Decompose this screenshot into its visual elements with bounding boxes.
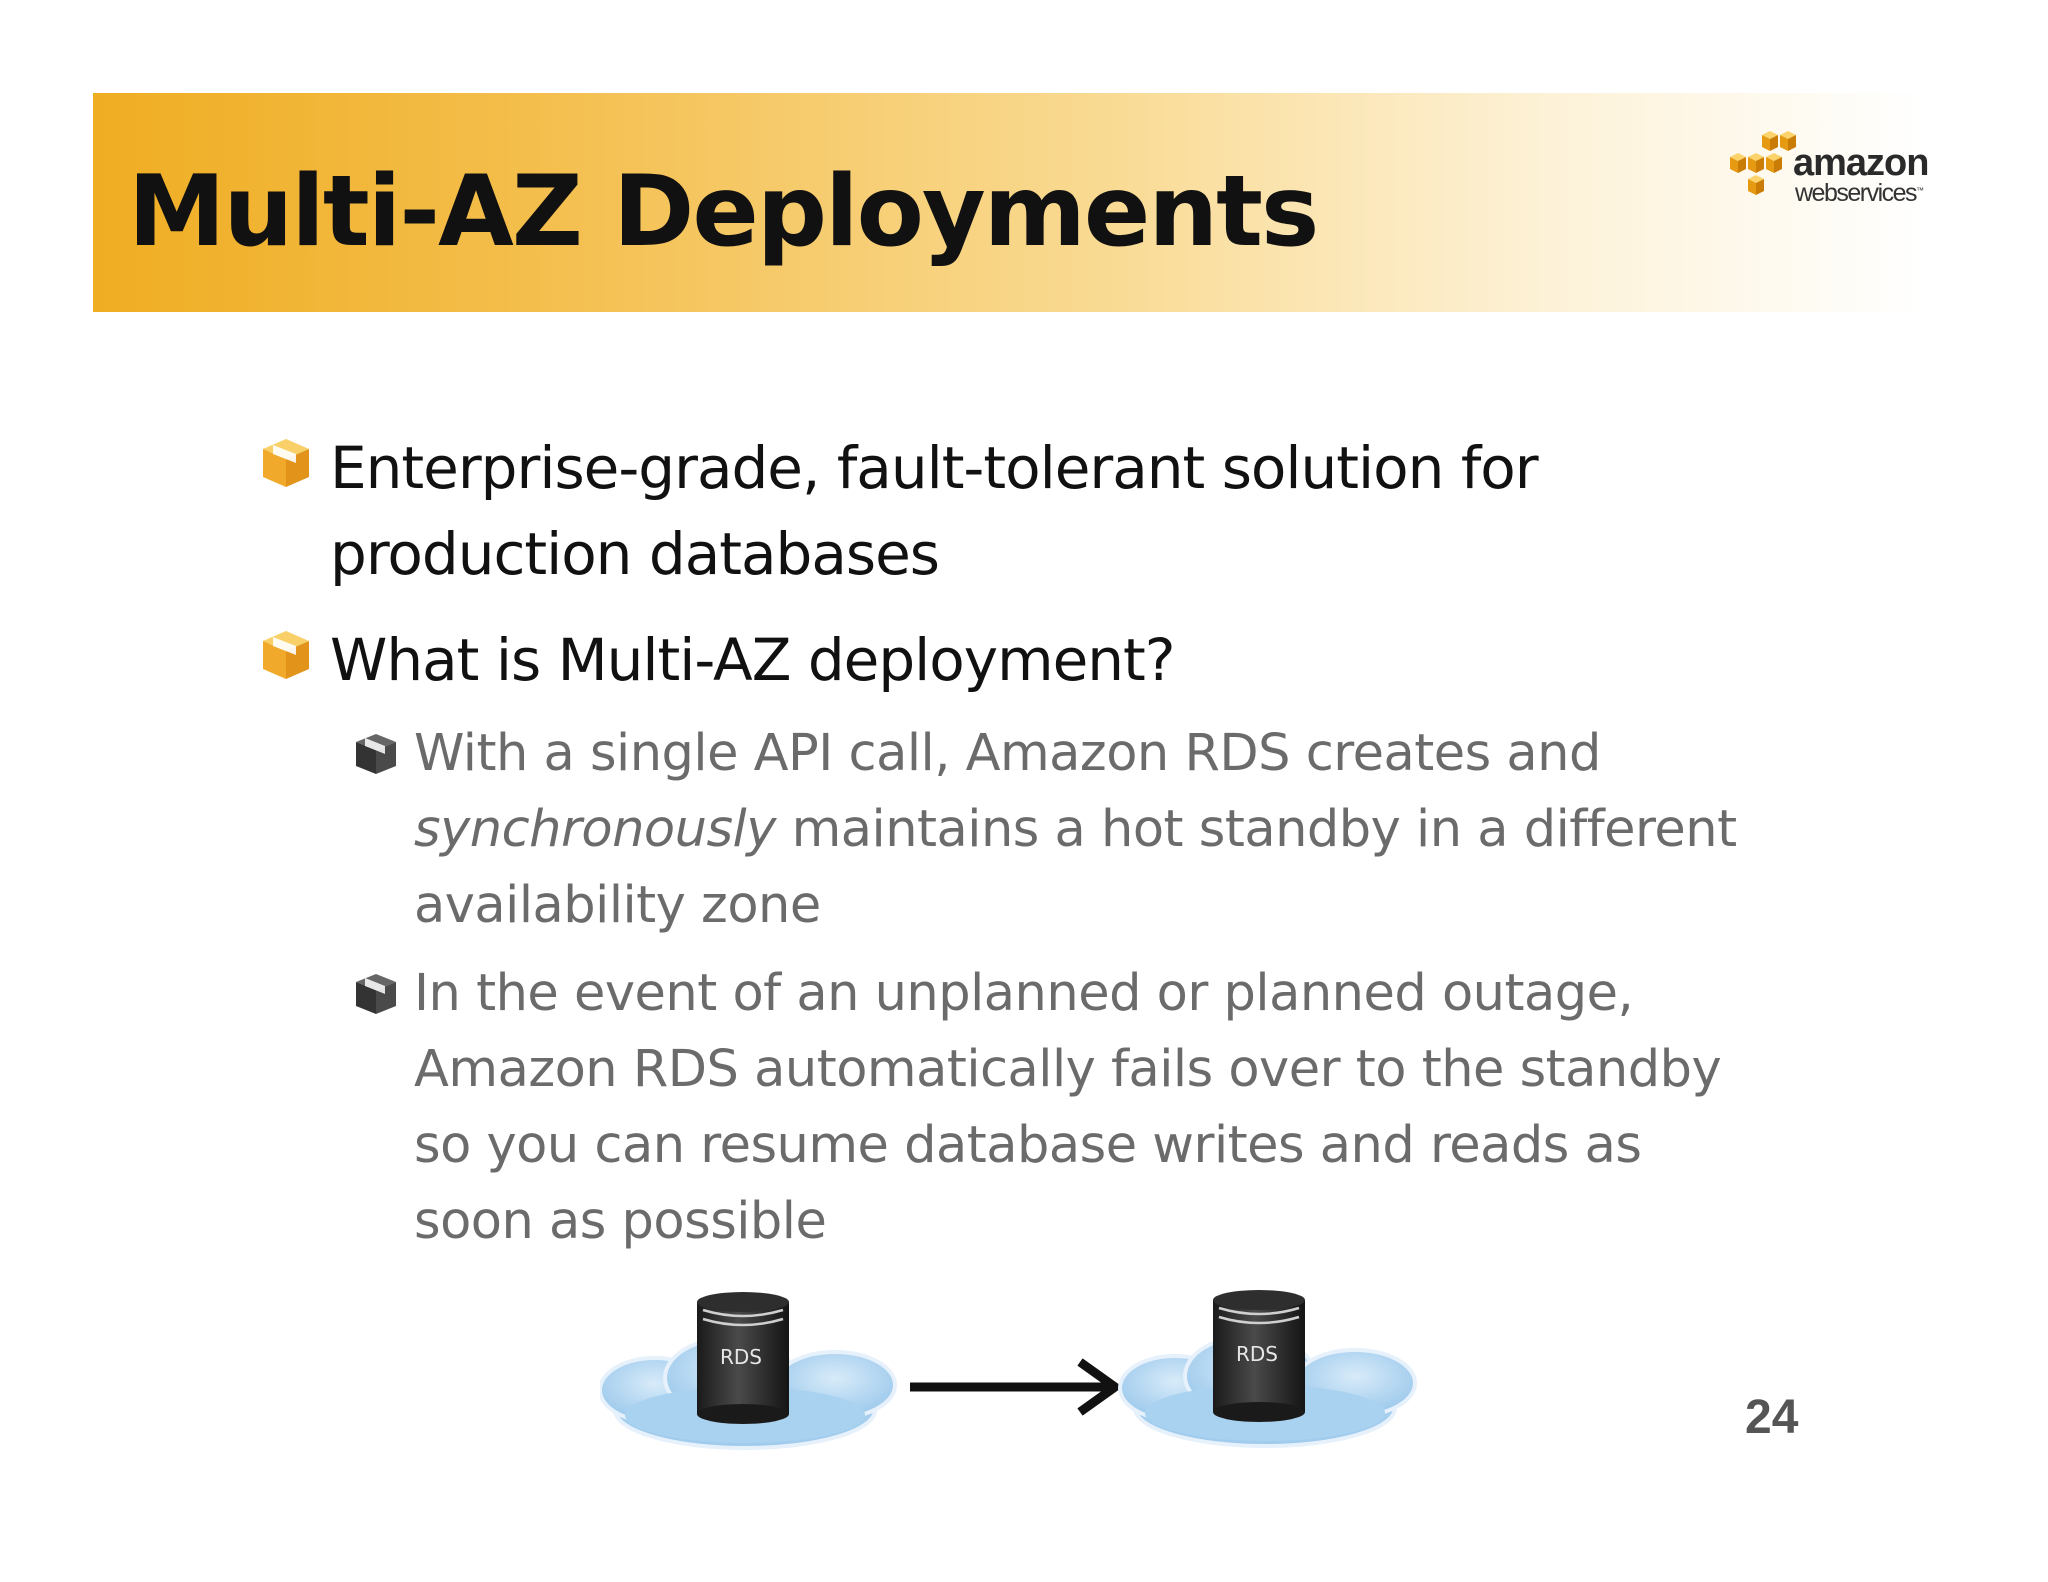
sub-bullet-rest: maintains a hot standby in a different a…: [414, 800, 1737, 935]
aws-cubes-icon: [1730, 131, 1796, 195]
page-number: 24: [1745, 1391, 1799, 1444]
aws-logo: amazon webservices ™: [1728, 131, 1929, 211]
bullet-text: What is Multi-AZ deployment?: [330, 626, 1176, 694]
replication-arrow-icon: [910, 1358, 1123, 1416]
multi-az-diagram: RDS RDS: [600, 1290, 1417, 1450]
bullet-text: Enterprise-grade, fault-tolerant solutio…: [330, 434, 1539, 588]
standby-rds-database-icon: [1213, 1290, 1305, 1422]
logo-wordmark-amazon: amazon: [1793, 142, 1929, 184]
sub-bullet-emphasis: synchronously: [414, 800, 776, 859]
gray-cube-bullet-icon: [356, 974, 396, 1014]
logo-wordmark-webservices: webservices: [1795, 179, 1918, 207]
orange-cube-bullet-icon: [263, 439, 309, 487]
standby-rds-label: RDS: [1236, 1342, 1278, 1366]
sub-bullet-lead: With a single API call, Amazon RDS creat…: [414, 724, 1601, 783]
sub-bullet-text: With a single API call, Amazon RDS creat…: [414, 716, 1774, 944]
primary-rds-database-icon: [697, 1292, 789, 1424]
gray-cube-bullet-icon: [356, 734, 396, 774]
logo-trademark: ™: [1916, 186, 1924, 195]
title-banner: Multi-AZ Deployments: [93, 93, 1929, 312]
orange-cube-bullet-icon: [263, 631, 309, 679]
sub-bullet-text: In the event of an unplanned or planned …: [414, 964, 1722, 1251]
primary-rds-label: RDS: [720, 1345, 762, 1369]
slide-title: Multi-AZ Deployments: [128, 155, 1319, 269]
